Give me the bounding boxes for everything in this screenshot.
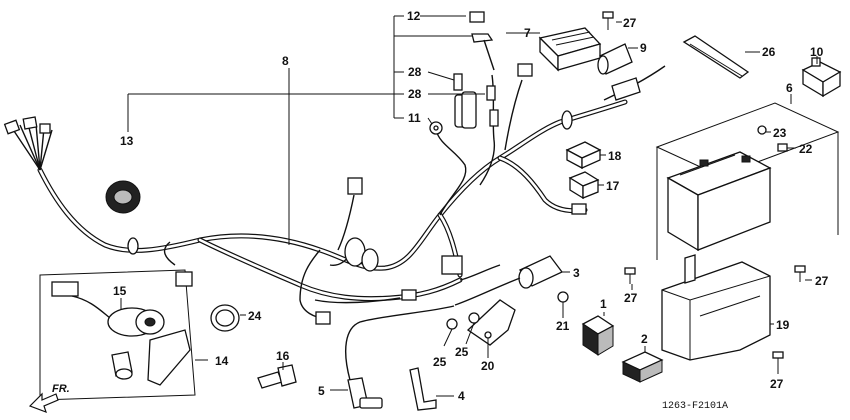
callout-28-lower: 28 (408, 87, 422, 101)
relay-17 (568, 171, 600, 200)
fuse-cluster (429, 11, 499, 135)
callout-18: 18 (608, 149, 622, 163)
callout-6: 6 (786, 81, 793, 95)
callout-19: 19 (776, 318, 790, 332)
main-wire-harness (37, 99, 628, 302)
rubber-1 (581, 315, 615, 356)
relay-18 (565, 141, 602, 170)
ignition-switch-15 (51, 281, 191, 386)
callout-22: 22 (799, 142, 813, 156)
harness-connectors (175, 77, 641, 325)
nut-25-left (446, 318, 458, 330)
plug-cap-4 (409, 367, 437, 411)
diagram-code: 1263-F2101A (662, 401, 728, 412)
plug-cap-5 (347, 377, 383, 409)
battery-band-26 (682, 35, 750, 79)
bolt-21 (557, 291, 569, 312)
left-connector-bundle (3, 116, 53, 171)
front-direction-indicator: FR. (28, 383, 70, 414)
lock-cylinder (111, 351, 133, 380)
callout-3: 3 (573, 266, 580, 280)
callout-17: 17 (606, 179, 620, 193)
callout-1: 1 (600, 297, 607, 311)
callout-25-right: 25 (455, 345, 469, 359)
callout-23: 23 (773, 126, 787, 140)
callout-15: 15 (113, 284, 127, 298)
callout-28-upper: 28 (408, 65, 422, 79)
callout-12: 12 (407, 9, 421, 23)
callout-7: 7 (524, 26, 531, 40)
callout-10: 10 (810, 45, 824, 59)
leader-lines (120, 15, 818, 397)
callout-4: 4 (458, 389, 465, 403)
rubber-2 (621, 351, 664, 383)
callout-27-bottom: 27 (770, 377, 784, 391)
callout-27-right: 27 (815, 274, 829, 288)
ignition-switch-group-14 (39, 269, 196, 401)
callout-25-left: 25 (433, 355, 447, 369)
callout-9: 9 (640, 41, 647, 55)
bolt-23 (757, 125, 767, 135)
cap-9 (597, 43, 633, 75)
callout-13: 13 (120, 134, 134, 148)
bolt-27-bottom (772, 351, 784, 368)
battery-box-19 (661, 254, 771, 361)
callout-5: 5 (318, 384, 325, 398)
callout-2: 2 (641, 332, 648, 346)
callout-11: 11 (408, 111, 421, 125)
callout-14: 14 (215, 354, 229, 368)
callout-24: 24 (248, 309, 262, 323)
bolt-27-box-right (794, 265, 806, 282)
bolt-27-top (602, 11, 614, 30)
key-16 (257, 364, 297, 389)
grommet-13 (105, 180, 141, 214)
front-direction-label: FR. (52, 383, 70, 395)
callout-16: 16 (276, 349, 290, 363)
callout-20: 20 (481, 359, 495, 373)
starter-relay-10 (801, 57, 842, 98)
callout-26: 26 (762, 45, 776, 59)
callout-21: 21 (556, 319, 570, 333)
callout-27-box: 27 (624, 291, 638, 305)
o-ring-24 (210, 304, 240, 332)
battery (666, 151, 772, 252)
ignition-coil-3 (345, 255, 564, 381)
nut-25-right (468, 312, 480, 324)
callout-27-top: 27 (623, 16, 637, 30)
callout-8: 8 (282, 54, 289, 68)
nut-22 (777, 143, 788, 152)
bolt-27-box-left (624, 267, 636, 284)
